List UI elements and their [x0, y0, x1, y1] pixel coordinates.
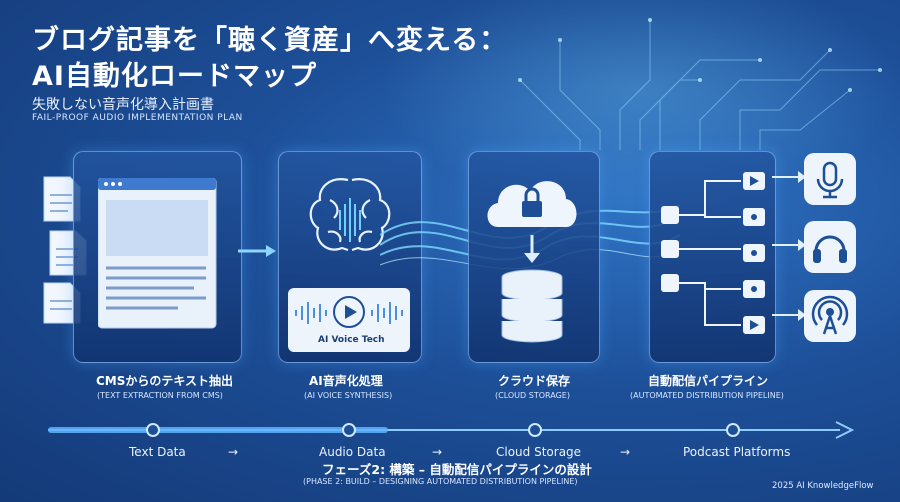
waveform-left-icon	[295, 302, 327, 324]
arrow-right-icon	[238, 245, 276, 257]
timeline-arrow-1: →	[228, 445, 239, 459]
stage-label-cloud: クラウド保存	[498, 374, 571, 388]
phase-title: フェーズ2: 構築 – 自動配信パイプラインの設計	[322, 462, 592, 477]
play-icon	[333, 296, 365, 328]
output-tile-podcast	[804, 290, 856, 342]
stage-label-distribution: 自動配信パイプライン	[648, 374, 769, 388]
timeline-arrow-2: →	[432, 445, 443, 459]
timeline-node-text	[146, 423, 160, 437]
page-title: ブログ記事を「聴く資産」へ変える：	[32, 25, 508, 56]
subtitle-japanese: 失敗しない音声化導入計画書	[32, 97, 214, 113]
waveform-right-icon	[371, 302, 403, 324]
output-tile-headphones	[804, 221, 856, 273]
document-icon	[98, 178, 217, 329]
page-title-line2: AI自動化ロードマップ	[32, 61, 317, 92]
stage-sub-cloud: (CLOUD STORAGE)	[495, 391, 570, 400]
output-arrows	[772, 171, 806, 321]
timeline-arrow-3: →	[620, 445, 631, 459]
subtitle-english: FAIL-PROOF AUDIO IMPLEMENTATION PLAN	[32, 113, 243, 123]
timeline-node-audio	[342, 423, 356, 437]
timeline-bar	[48, 421, 855, 439]
stage-label-ai-voice: AI音声化処理	[309, 374, 383, 388]
phase-subtitle: (PHASE 2: BUILD – DESIGNING AUTOMATED DI…	[303, 477, 578, 486]
stage-sub-distribution: (AUTOMATED DISTRIBUTION PIPELINE)	[630, 391, 784, 400]
timeline-node-podcast	[726, 423, 740, 437]
brain-icon	[309, 178, 391, 252]
stage-sub-cms: (TEXT EXTRACTION FROM CMS)	[97, 391, 223, 400]
timeline-label-podcast-platforms: Podcast Platforms	[683, 445, 791, 459]
headphones-icon	[813, 235, 847, 263]
voice-tech-label: AI Voice Tech	[318, 335, 385, 345]
microphone-icon	[816, 161, 844, 199]
distribution-hub-icon	[661, 172, 765, 334]
timeline-label-audio-data: Audio Data	[319, 445, 386, 459]
timeline-node-cloud	[528, 423, 542, 437]
output-tile-microphone	[804, 153, 856, 205]
podcast-icon	[811, 295, 849, 335]
stage-sub-ai-voice: (AI VOICE SYNTHESIS)	[304, 391, 393, 400]
cloud-lock-icon	[487, 181, 577, 343]
credit-text: 2025 AI KnowledgeFlow	[772, 481, 874, 491]
timeline-label-text-data: Text Data	[129, 445, 186, 459]
stage-label-cms: CMSからのテキスト抽出	[96, 374, 234, 388]
timeline-label-cloud-storage: Cloud Storage	[496, 445, 582, 459]
